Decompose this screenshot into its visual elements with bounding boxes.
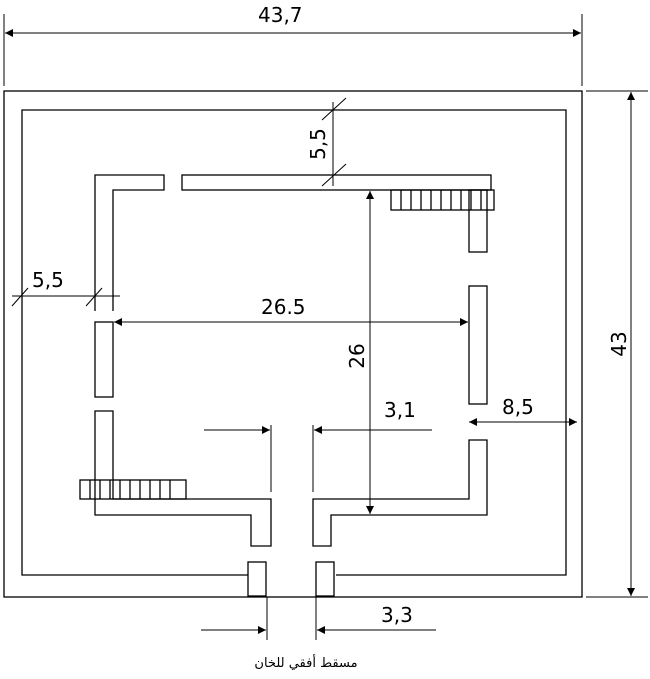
inner-wall-top [181,174,492,191]
entrance-jamb-left [247,561,267,597]
outer-wall-inner-edge [21,109,567,576]
label-top-gap: 5,5 [306,128,330,160]
inner-wall-bottom-left [94,410,272,547]
label-overall-height: 43 [607,331,631,356]
outer-wall-outer-edge [3,90,583,598]
label-passage-inner: 3,1 [384,398,416,422]
label-inner-height: 26 [345,343,369,368]
label-left-gap: 5,5 [32,268,64,292]
staircase-bottom-left [79,479,187,500]
entrance-jamb-right [315,561,335,597]
inner-wall-left-middle [94,321,114,398]
inner-wall-right-upper [468,189,488,253]
label-overall-width: 43,7 [258,3,303,27]
inner-wall-top-left [94,174,165,311]
label-right-gap: 8,5 [502,395,534,419]
inner-wall-right-middle [468,285,488,405]
drawing-caption: مسقط أفقي للخان [254,654,357,671]
label-inner-width: 26.5 [261,295,306,319]
label-passage-outer: 3,3 [381,603,413,627]
inner-wall-bottom-right [312,439,488,547]
staircase-top-right [390,189,495,211]
